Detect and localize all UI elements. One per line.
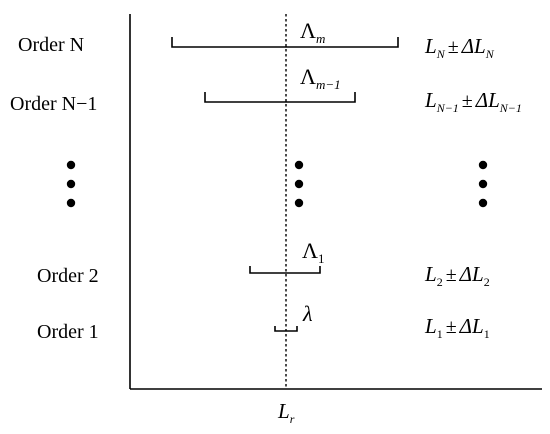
- bracket-order-n: [171, 37, 399, 48]
- ellipsis-left: [66, 160, 76, 208]
- row-label-order-n-1: Order N−1: [10, 93, 97, 115]
- lambda-label-order-n-1: Λm−1: [300, 64, 341, 92]
- length-label-order-2: L2±ΔL2: [424, 262, 490, 289]
- length-label-order-n-1: LN−1±ΔLN−1: [424, 88, 522, 115]
- bracket-order-2: [249, 266, 321, 274]
- lambda-label-order-n: Λm: [300, 18, 325, 46]
- length-label-order-1: L1±ΔL1: [424, 314, 490, 341]
- ellipsis-right: [478, 160, 488, 208]
- ellipsis-center: [294, 160, 304, 208]
- bracket-order-n-1: [204, 92, 356, 103]
- row-label-order-2: Order 2: [37, 265, 99, 287]
- row-label-order-n: Order N: [18, 34, 84, 56]
- lambda-label-order-2: Λ1: [302, 238, 324, 266]
- row-label-order-1: Order 1: [37, 321, 99, 343]
- lambda-label-order-1: λ: [302, 301, 313, 326]
- axis-label: Lr: [277, 399, 295, 426]
- bracket-order-1: [274, 326, 298, 332]
- length-label-order-n: LN±ΔLN: [424, 34, 495, 61]
